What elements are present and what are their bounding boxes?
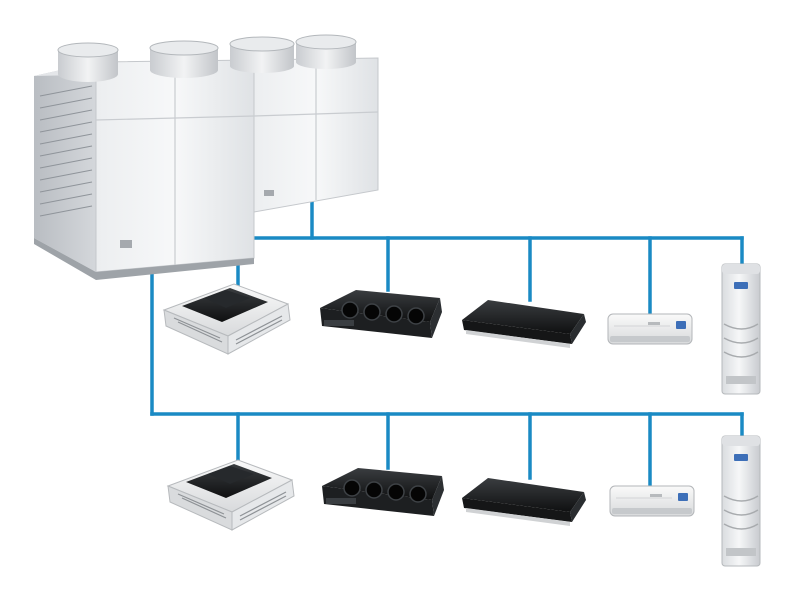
ceiling-cassette-icon	[163, 283, 291, 355]
slim-duct-icon	[462, 478, 586, 526]
fan-housing	[57, 34, 357, 82]
high-static-duct-icon	[319, 289, 443, 339]
indoor-branch-lower	[167, 435, 761, 567]
refrigerant-piping	[150, 194, 744, 488]
floor-standing-icon	[721, 435, 761, 567]
ceiling-cassette-icon	[167, 459, 295, 531]
floor-standing-icon	[721, 263, 761, 395]
vrf-outdoor-condenser-icon	[34, 34, 379, 280]
slim-duct-icon	[462, 300, 586, 348]
wall-split-icon	[609, 485, 695, 517]
wall-split-icon	[607, 313, 693, 345]
high-static-duct-icon	[321, 467, 445, 517]
indoor-branch-upper	[163, 263, 761, 395]
